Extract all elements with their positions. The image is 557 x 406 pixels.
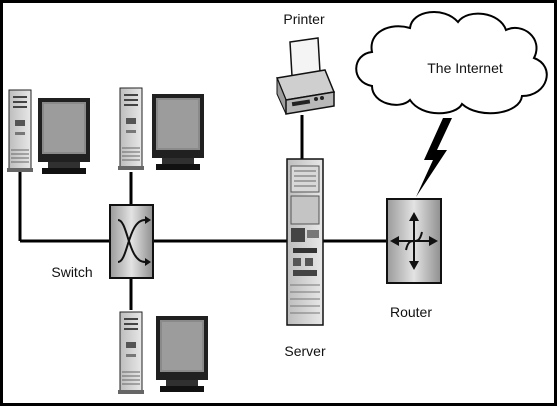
- workstation-2: [117, 87, 204, 171]
- lightning-bolt-icon: [416, 118, 452, 197]
- router-icon: [386, 198, 442, 284]
- workstation-1: [6, 89, 90, 174]
- switch-icon: [109, 204, 154, 279]
- network-links: [18, 115, 388, 310]
- printer-label: Printer: [283, 11, 325, 27]
- switch-label: Switch: [51, 264, 92, 280]
- internet-cloud-icon: [355, 10, 548, 115]
- server-label: Server: [284, 343, 326, 359]
- printer-icon: [275, 37, 336, 115]
- internet-label: The Internet: [427, 60, 503, 76]
- router-label: Router: [390, 304, 432, 320]
- workstation-3: [117, 311, 208, 395]
- server-icon: [286, 158, 324, 326]
